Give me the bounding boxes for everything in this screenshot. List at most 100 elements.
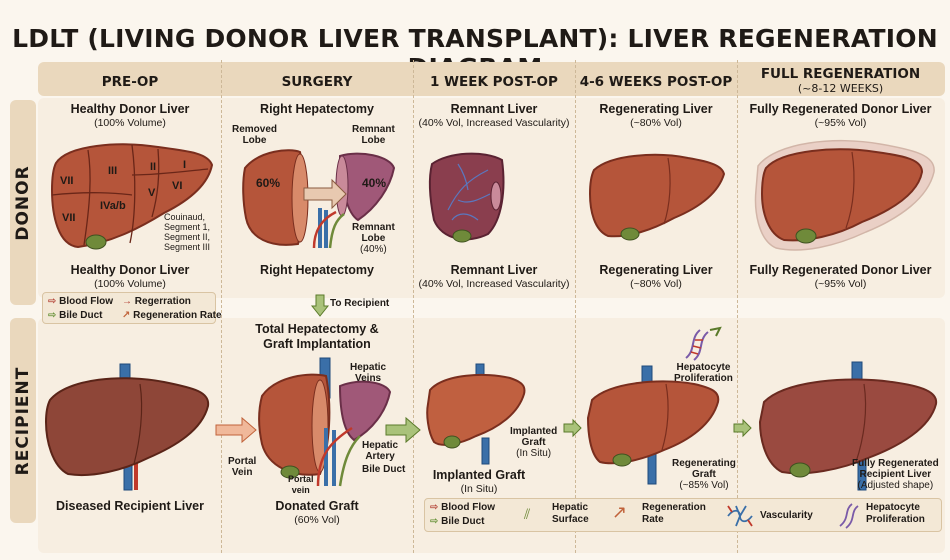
donor-full-sub: (~95% Vol) <box>814 117 867 129</box>
down-arrow-icon <box>310 294 330 317</box>
bile-duct-arrow-icon: ⇨ <box>48 310 57 321</box>
regenerated-recipient-liver-illustration <box>758 361 938 491</box>
right-hepatectomy-illustration <box>242 149 396 249</box>
recipient-surgery-bottom: Donated Graft <box>275 499 359 513</box>
segment-label: II <box>150 161 157 173</box>
segment-label: VII <box>60 175 74 187</box>
regeneration-rate-icon: ↗ <box>612 502 628 522</box>
divider <box>737 60 738 553</box>
blood-flow-arrow-icon: ⇨ <box>48 296 57 307</box>
row-label-donor: DONOR <box>10 100 36 305</box>
donor-week1-title: Remnant Liver <box>450 102 538 116</box>
donor-week4-sub: (~80% Vol) <box>630 117 682 129</box>
divider <box>575 60 576 553</box>
col-week4: 4-6 WEEKS POST-OP <box>579 74 733 90</box>
vascularity-icon <box>727 505 753 527</box>
col-full-label: FULL REGENERATION <box>760 66 921 82</box>
donor-surgery-bottom: Right Hepatectomy <box>260 263 374 277</box>
donor-week4-bottom-sub: (~80% Vol) <box>630 278 682 290</box>
dna-helix-icon <box>839 503 859 529</box>
donor-full-bottom-sub: (~95% Vol) <box>814 278 867 290</box>
right-arrow-icon <box>733 418 752 438</box>
recipient-preop-bottom: Diseased Recipient Liver <box>56 499 204 513</box>
right-arrow-icon <box>385 416 421 444</box>
legend-bile-duct: ⇨ Bile Duct <box>48 310 103 321</box>
divider <box>221 60 222 553</box>
segmented-liver-illustration <box>50 143 214 250</box>
legend-blood-flow: ⇨ Blood Flow <box>430 502 496 513</box>
segment-label: VII <box>62 212 76 224</box>
segment-label: IVa/b <box>100 200 126 212</box>
donor-week4-bottom: Regenerating Liver <box>599 263 713 277</box>
col-week1: 1 WEEK POST-OP <box>430 74 558 90</box>
donor-week1-bottom: Remnant Liver <box>450 263 538 277</box>
recipient-week1-bottom-sub: (In Situ) <box>460 483 498 495</box>
col-full-sub: (~8-12 WEEKS) <box>797 82 884 95</box>
legend-blood-flow: ⇨ Blood Flow <box>48 296 114 307</box>
hepatic-surface-icon: ⫽ <box>524 506 531 522</box>
right-arrow-icon <box>563 418 582 438</box>
segment-label: VI <box>172 180 183 192</box>
regeneration-arrow-icon: → <box>122 296 132 307</box>
recipient-surgery-title: Total Hepatectomy &Graft Implantation <box>255 322 379 351</box>
donor-preop-bottom: Healthy Donor Liver <box>70 263 190 277</box>
divider <box>413 60 414 553</box>
right-arrow-icon <box>215 416 257 444</box>
implanted-graft-illustration <box>426 363 526 465</box>
col-full: FULL REGENERATION (~8-12 WEEKS) <box>738 66 943 95</box>
rate-arrow-icon: ↗ <box>122 310 131 321</box>
col-surgery: SURGERY <box>281 74 353 90</box>
row-label-recipient: RECIPIENT <box>10 318 36 523</box>
donor-week4-title: Regenerating Liver <box>599 102 713 116</box>
blood-flow-arrow-icon: ⇨ <box>430 502 439 513</box>
legend-regeneration: → Regerration <box>122 296 191 307</box>
col-preop: PRE-OP <box>101 74 159 90</box>
legend-regeneration-rate: ↗ Regeneration Rate <box>122 310 222 321</box>
to-recipient-label: To Recipient <box>330 298 390 309</box>
regenerating-liver-illustration <box>588 153 726 241</box>
donor-full-title: Fully Regenerated Donor Liver <box>749 102 932 116</box>
bile-duct-arrow-icon: ⇨ <box>430 516 439 527</box>
diseased-liver-illustration <box>44 363 210 491</box>
donor-surgery-title: Right Hepatectomy <box>260 102 374 116</box>
recipient-surgery-bottom-sub: (60% Vol) <box>294 514 340 526</box>
legend-bottom-box <box>424 498 942 532</box>
recipient-week1-bottom: Implanted Graft <box>432 468 526 482</box>
legend-bile-duct: ⇨ Bile Duct <box>430 516 485 527</box>
column-header-band <box>38 62 945 96</box>
donor-preop-sub: (100% Volume) <box>94 117 166 129</box>
segment-label: I <box>183 159 187 171</box>
dna-helix-icon <box>685 326 722 361</box>
donor-preop-bottom-sub: (100% Volume) <box>94 278 166 290</box>
segment-label: III <box>108 165 118 177</box>
segment-label: V <box>148 187 156 199</box>
donor-week1-sub: (40% Vol, Increased Vascularity) <box>418 117 570 129</box>
removed-percent: 60% <box>256 176 281 190</box>
legend-vascularity: Vascularity <box>760 510 813 521</box>
segment-note: Couinaud, Segment 1, Segment II, Segment… <box>164 212 211 252</box>
legend-box <box>42 292 216 324</box>
fully-regenerated-liver-illustration <box>754 139 935 251</box>
remnant-liver-illustration <box>428 152 505 243</box>
donor-preop-title: Healthy Donor Liver <box>70 102 190 116</box>
regenerating-graft-illustration <box>586 365 720 485</box>
donor-full-bottom: Fully Regenerated Donor Liver <box>749 263 932 277</box>
bile-duct-label: Bile Duct <box>362 464 406 475</box>
graft-implantation-illustration <box>258 357 392 487</box>
remnant-percent: 40% <box>362 176 387 190</box>
donor-week1-bottom-sub: (40% Vol, Increased Vascularity) <box>418 278 570 290</box>
